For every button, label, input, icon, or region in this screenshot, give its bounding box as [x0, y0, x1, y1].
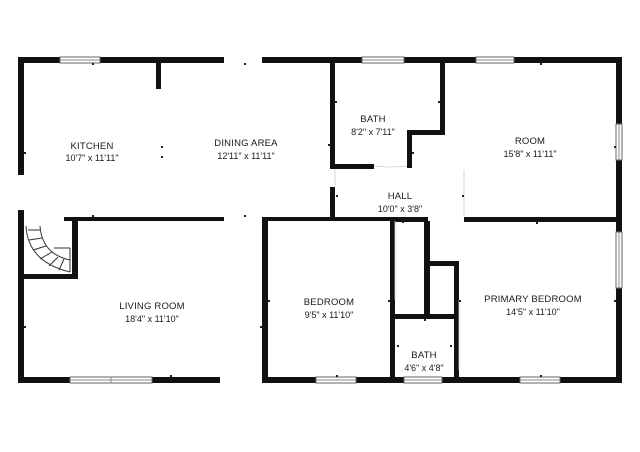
label-kitchen-dims: 10'7" x 11'11": [65, 153, 118, 163]
label-bedroom-name: BEDROOM: [304, 297, 355, 308]
label-bedroom-dims: 9'5" x 11'10": [305, 310, 354, 320]
label-bath2-name: BATH: [411, 350, 436, 361]
wall-bath1-notch: [407, 130, 445, 135]
wall-bath1-right-upper: [440, 63, 445, 135]
wall-closet-right: [424, 221, 430, 319]
label-bath1-name: BATH: [360, 114, 385, 125]
wall-bath1-left: [330, 63, 335, 169]
label-hall-name: HALL: [388, 191, 413, 202]
wall-bath1-right-lower: [407, 130, 412, 168]
wall-left-lower: [18, 210, 24, 383]
label-primary-name: PRIMARY BEDROOM: [484, 294, 582, 305]
wall-kitchen-stub: [156, 63, 161, 89]
wall-bath2-left: [390, 221, 395, 377]
label-primary-dims: 14'5" x 11'10": [506, 307, 560, 317]
wall-top-right: [262, 57, 622, 63]
label-hall-dims: 10'0" x 3'8": [378, 204, 422, 214]
wall-bedroom-left: [262, 221, 268, 383]
label-dining-name: DINING AREA: [214, 138, 278, 149]
label-bath1-dims: 8'2" x 7'11": [351, 127, 395, 137]
staircase: [25, 225, 71, 273]
interior-walls: [24, 63, 622, 383]
marker-ticks: [24, 63, 616, 377]
label-bath2-dims: 4'6" x 4'8": [404, 363, 443, 373]
label-living-name: LIVING ROOM: [119, 301, 185, 312]
wall-room-bottom: [464, 217, 622, 222]
wall-dining-bottom: [262, 217, 392, 221]
label-kitchen-name: KITCHEN: [70, 141, 113, 152]
room-labels: KITCHEN 10'7" x 11'11" DINING AREA 12'11…: [65, 114, 581, 373]
label-room-dims: 15'8" x 11'11": [503, 149, 556, 159]
wall-closet-shelf: [424, 261, 458, 266]
wall-bath1-left-lower: [330, 187, 335, 219]
wall-left-upper: [18, 57, 24, 175]
wall-bath1-bottom: [330, 164, 374, 169]
door-swings: [334, 165, 465, 370]
label-living-dims: 18'4" x 11'10": [125, 314, 179, 324]
label-room-name: ROOM: [515, 136, 545, 147]
wall-primary-left: [454, 261, 459, 377]
wall-kitchen-bottom: [64, 217, 224, 221]
wall-stair-bottom: [24, 274, 78, 279]
label-dining-dims: 12'11" x 11'11": [217, 151, 274, 161]
windows: [59, 56, 623, 384]
wall-top-left: [18, 57, 224, 63]
wall-stair-right: [72, 221, 78, 279]
wall-hall-bottom: [392, 217, 428, 222]
